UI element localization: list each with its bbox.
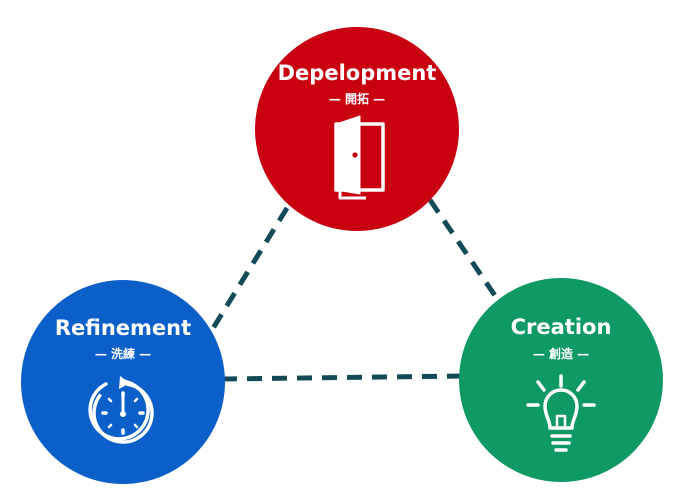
door-open-icon xyxy=(334,115,385,200)
node-development: Depelopment — 開拓 — xyxy=(255,27,459,231)
node-creation-subtitle: — 創造 — xyxy=(533,346,589,361)
connectors xyxy=(209,198,501,382)
stopwatch-icon xyxy=(88,376,154,444)
node-creation-title: Creation xyxy=(511,315,612,339)
node-refinement: Refinement — 洗練 — xyxy=(21,280,225,484)
node-development-title: Depelopment xyxy=(278,61,437,85)
node-refinement-subtitle: — 洗練 — xyxy=(95,346,151,361)
connector-top-right xyxy=(427,198,501,302)
connector-left-right xyxy=(221,373,463,382)
node-refinement-title: Refinement xyxy=(55,316,191,340)
node-creation: Creation — 創造 — xyxy=(459,278,663,482)
connector-top-left xyxy=(209,206,290,332)
lightbulb-icon xyxy=(526,374,596,452)
node-development-subtitle: — 開拓 — xyxy=(329,91,385,106)
